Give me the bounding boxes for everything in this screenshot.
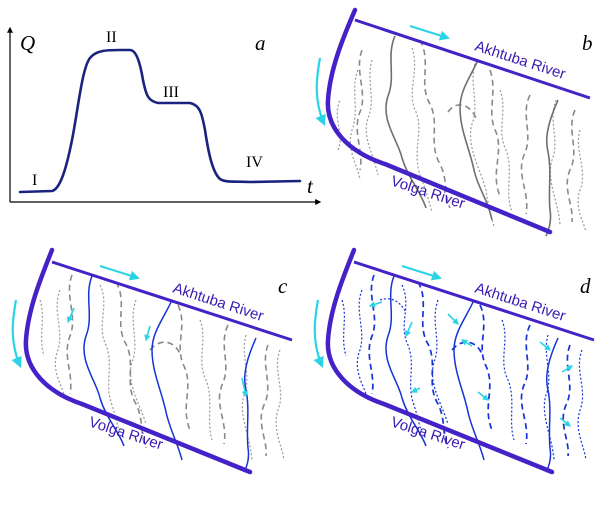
volga-label: Volga River — [389, 173, 467, 213]
phase-label-3: III — [163, 84, 179, 101]
panel-c-floodplain: Akhtuba River Volga River c — [11, 247, 293, 475]
hydrograph-curve — [18, 48, 302, 194]
panel-letter-c: c — [278, 274, 288, 298]
phase-label-1: I — [32, 172, 37, 189]
flow-arrow-volga — [315, 57, 326, 127]
main-channels — [385, 35, 559, 237]
phase-label-2: II — [106, 29, 117, 46]
akhtuba-bank — [353, 260, 595, 342]
panel-letter-d: d — [580, 274, 591, 298]
x-axis-label: t — [307, 174, 314, 198]
volga-bank — [23, 247, 253, 475]
panel-letter-a: a — [255, 31, 266, 55]
flow-arrow-volga — [313, 299, 324, 369]
panel-b-floodplain: Akhtuba River Volga River b — [315, 7, 593, 237]
minor-channels — [39, 284, 285, 461]
y-axis-label: Q — [20, 31, 35, 55]
phase-label-4: IV — [246, 154, 263, 171]
akhtuba-bank — [354, 18, 591, 100]
panel-letter-b: b — [582, 31, 593, 55]
akhtuba-label: Akhtuba River — [171, 280, 266, 325]
akhtuba-label: Akhtuba River — [473, 280, 568, 325]
volga-bank — [325, 7, 553, 235]
active-channels — [83, 275, 257, 473]
panel-a-hydrograph: Q t a I II III IV — [7, 26, 322, 205]
akhtuba-bank — [51, 260, 293, 342]
active-channels — [385, 275, 559, 473]
volga-bank — [325, 247, 555, 475]
flow-arrow-akhtuba — [401, 265, 442, 281]
minor-channels — [341, 284, 587, 461]
flow-arrow-akhtuba — [99, 265, 140, 281]
flow-arrow-akhtuba — [409, 25, 450, 41]
flow-arrow-volga — [11, 299, 22, 369]
panel-d-floodplain: Akhtuba River Volga River d — [313, 247, 595, 475]
